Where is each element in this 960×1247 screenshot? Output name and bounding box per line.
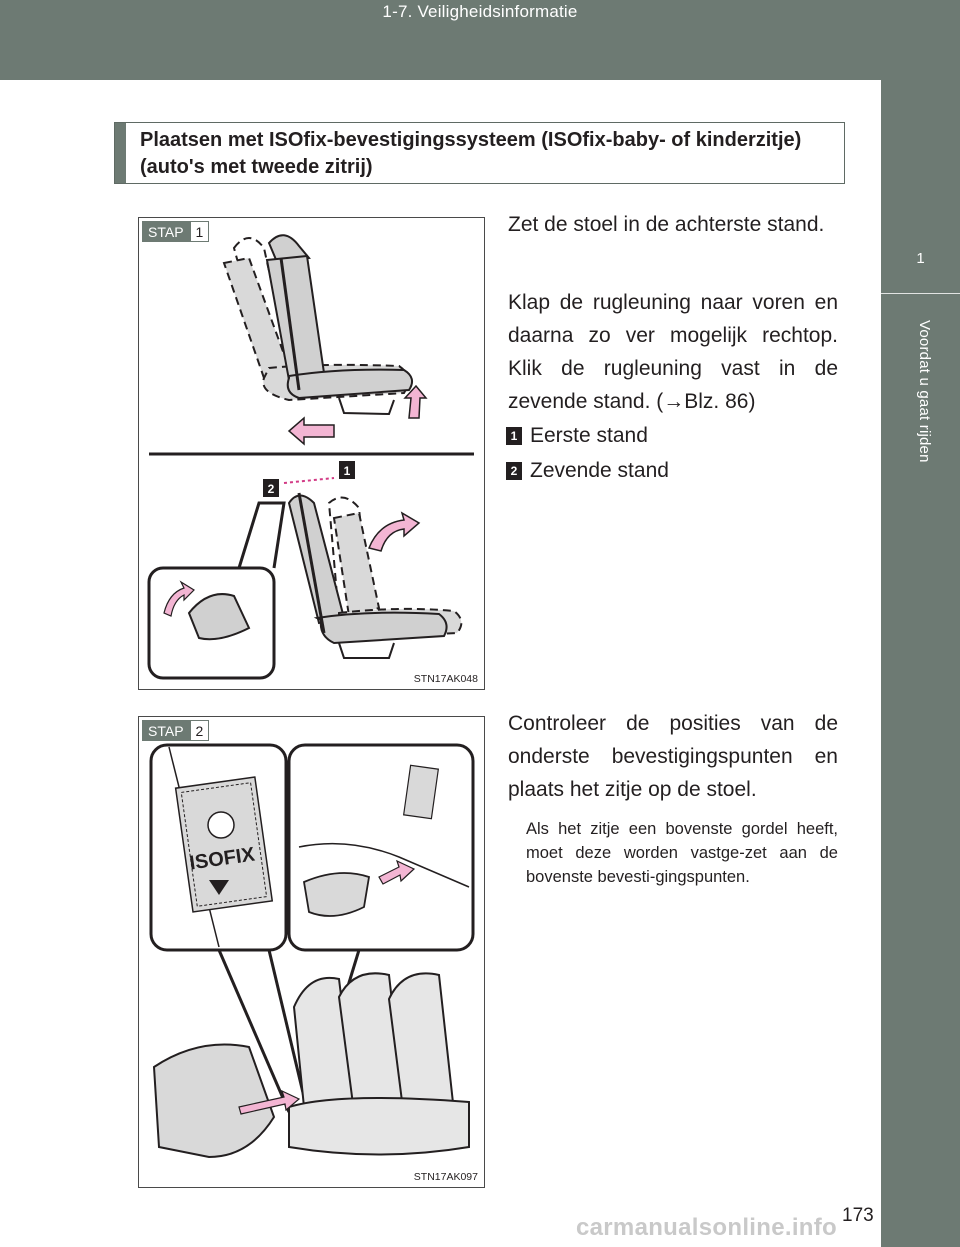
step1-illustration: 1 2 STAP 1 STN17AK048 <box>138 217 485 690</box>
step2-instruction: Controleer de posities van de onderste b… <box>508 712 838 801</box>
callout-1: 1 <box>344 464 351 478</box>
step2-badge: STAP 2 <box>142 720 210 741</box>
legend-number: 2 <box>506 462 522 480</box>
legend-label: Eerste stand <box>530 424 648 447</box>
step1-instruction-1: Zet de stoel in de achterste stand. <box>508 213 825 236</box>
step1-badge: STAP 1 <box>142 221 210 242</box>
figure-code: STN17AK048 <box>413 673 478 685</box>
legend-number: 1 <box>506 427 522 445</box>
step-number: 2 <box>189 720 210 741</box>
section-title: 1-7. Veiligheidsinformatie <box>382 2 578 21</box>
step-label: STAP <box>142 221 190 242</box>
chapter-tab: 1 Voordat u gaat rijden <box>881 80 960 1247</box>
chapter-name: Voordat u gaat rijden <box>916 320 933 463</box>
figure-code: STN17AK097 <box>413 1171 478 1183</box>
chapter-divider <box>881 293 960 294</box>
header-bar: 1-7. Veiligheidsinformatie <box>0 0 960 80</box>
legend-item-seventh: 2 Zevende stand <box>506 459 669 483</box>
legend-label: Zevende stand <box>530 459 669 482</box>
heading-text: Plaatsen met ISOfix-bevestigingssysteem … <box>140 129 802 178</box>
legend-item-first: 1 Eerste stand <box>506 424 648 448</box>
step-number: 1 <box>189 221 210 242</box>
isofix-illustration: ISOFIX <box>149 743 475 1159</box>
step1-instruction-2: Klap de rugleuning naar voren en daarna … <box>508 291 838 413</box>
step2-illustration: ISOFIX STAP 2 STN17AK097 <box>138 716 485 1188</box>
seat-adjust-illustration: 1 2 <box>147 234 474 680</box>
chapter-number: 1 <box>916 250 925 267</box>
watermark: carmanualsonline.info <box>576 1214 838 1241</box>
page-number: 173 <box>842 1205 874 1226</box>
step-label: STAP <box>142 720 190 741</box>
callout-2: 2 <box>268 482 275 496</box>
heading-accent <box>115 123 126 183</box>
section-heading: Plaatsen met ISOfix-bevestigingssysteem … <box>114 122 845 184</box>
step2-note: Als het zitje een bovenste gordel heeft,… <box>526 820 838 886</box>
